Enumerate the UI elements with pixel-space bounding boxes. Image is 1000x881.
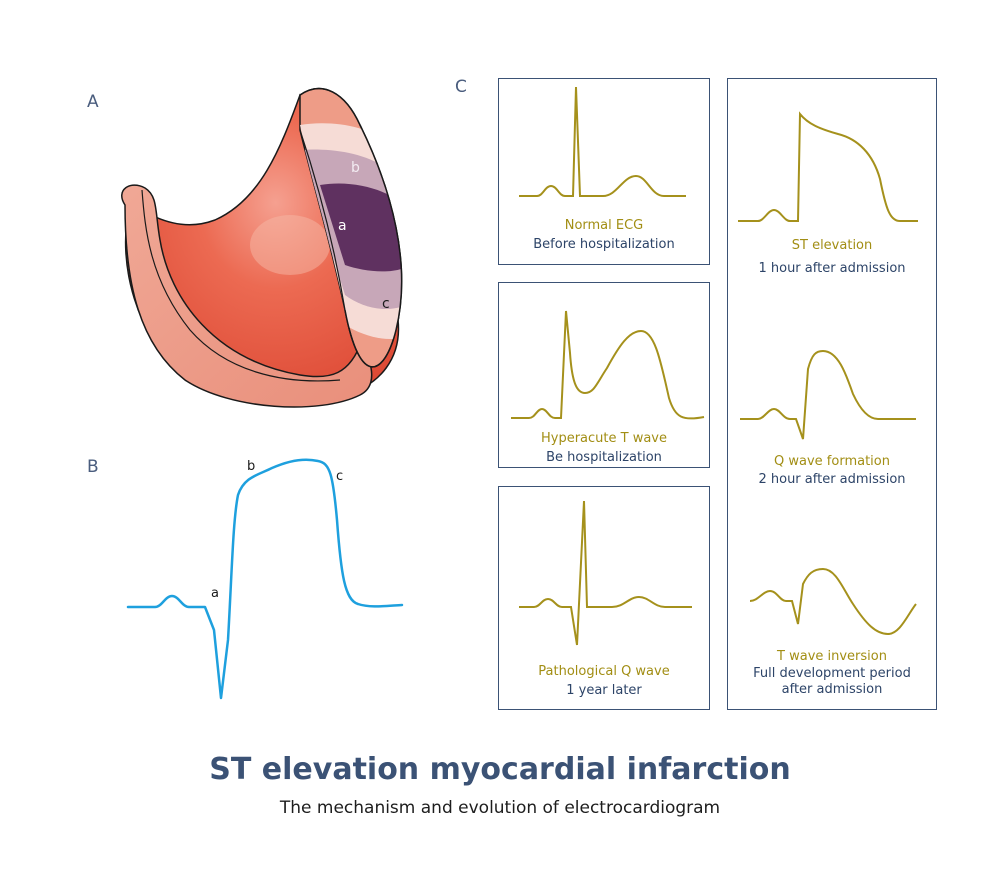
ecg-t-inversion-time-2: after admission xyxy=(781,682,883,697)
rim-inner-line xyxy=(141,189,341,382)
zone-b-label: b xyxy=(351,160,360,176)
zone-a-core xyxy=(320,183,402,272)
zone-a-label: a xyxy=(338,218,347,234)
front-rim xyxy=(121,184,373,408)
ecg-trace-st-elevation xyxy=(738,111,918,636)
ecg-hyperacute-time: Be hospitalization xyxy=(546,450,662,465)
ecg-st-elevation-stage: ST elevation xyxy=(791,238,873,253)
ecg-box-pathological-q: Pathological Q wave 1 year later xyxy=(498,486,710,710)
ecg-trace-hyperacute xyxy=(511,310,705,420)
ecg-normal-time: Before hospitalization xyxy=(533,237,675,252)
ecg-q-formation-time: 2 hour after admission xyxy=(758,472,906,487)
zone-c-label: c xyxy=(382,296,390,312)
ecg-t-inversion-time-1: Full development period xyxy=(753,666,911,681)
figure-title: ST elevation myocardial infarction xyxy=(209,752,791,787)
st-wave-label-c: c xyxy=(336,469,344,484)
st-wave-label-b: b xyxy=(247,459,256,474)
ecg-hyperacute-stage: Hyperacute T wave xyxy=(540,431,667,446)
wall-boundary xyxy=(299,129,346,311)
st-wave-label-a: a xyxy=(211,586,219,601)
panel-label-b: B xyxy=(87,457,99,477)
ecg-t-inversion-stage: T wave inversion xyxy=(777,649,887,664)
ecg-trace-pathological-q xyxy=(519,500,692,646)
ecg-box-normal: Normal ECG Before hospitalization xyxy=(498,78,710,265)
panel-label-c: C xyxy=(455,77,467,97)
ecg-pathological-q-stage: Pathological Q wave xyxy=(538,664,670,679)
myocardium-highlight xyxy=(250,215,330,275)
ecg-q-formation-stage: Q wave formation xyxy=(774,454,890,469)
ecg-box-acute-column: ST elevation 1 hour after admission Q wa… xyxy=(727,78,937,710)
ecg-trace-normal xyxy=(519,86,686,197)
st-wave-trace xyxy=(126,458,404,700)
figure-subtitle: The mechanism and evolution of electroca… xyxy=(279,798,721,818)
ecg-st-elevation-time: 1 hour after admission xyxy=(758,261,906,276)
ecg-box-hyperacute: Hyperacute T wave Be hospitalization xyxy=(498,282,710,468)
wall-outer-edge xyxy=(299,87,403,368)
ecg-pathological-q-time: 1 year later xyxy=(566,683,642,698)
ecg-normal-stage: Normal ECG xyxy=(564,218,644,233)
panel-label-a: A xyxy=(87,92,99,112)
